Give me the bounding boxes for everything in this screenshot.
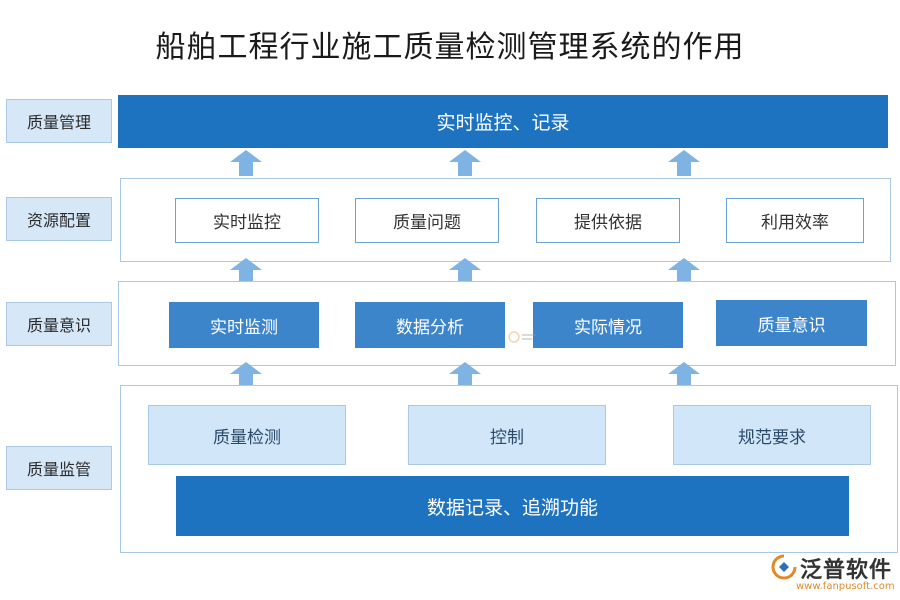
up-arrow-icon [668,362,700,388]
supervision-box-standard-requirements: 规范要求 [673,405,871,465]
up-arrow-icon [449,362,481,388]
supervision-box-control: 控制 [408,405,606,465]
up-arrow-icon [668,150,700,176]
fanpu-logo: 泛普软件 www.fanpusoft.com [770,552,896,596]
up-arrow-icon [230,362,262,388]
up-arrow-icon [449,258,481,284]
quality-awareness-panel: 实时监测 数据分析 实际情况 质量意识 [118,281,896,366]
up-arrow-icon [230,258,262,284]
resource-box-provide-basis: 提供依据 [536,198,680,243]
up-arrow-icon [668,258,700,284]
diagram-title: 船舶工程行业施工质量检测管理系统的作用 [155,30,745,65]
resource-box-quality-issues: 质量问题 [355,198,499,243]
resource-allocation-panel: 实时监控 质量问题 提供依据 利用效率 [120,178,891,262]
logo-url: www.fanpusoft.com [796,581,895,592]
side-label-resource-allocation: 资源配置 [6,197,112,241]
watermark-icon [508,331,536,343]
fanpu-logo-icon [771,554,797,580]
awareness-box-actual-situation: 实际情况 [533,302,683,348]
quality-supervision-panel: 质量检测 控制 规范要求 数据记录、追溯功能 [120,385,898,553]
side-label-quality-supervision: 质量监管 [6,446,112,490]
side-label-quality-awareness: 质量意识 [6,302,112,346]
up-arrow-icon [230,150,262,176]
awareness-box-quality-awareness: 质量意识 [716,300,867,346]
awareness-box-data-analysis: 数据分析 [355,302,505,348]
up-arrow-icon [449,150,481,176]
logo-name: 泛普软件 [800,558,893,583]
side-label-quality-management: 质量管理 [6,99,112,143]
data-record-trace-bar: 数据记录、追溯功能 [176,476,849,536]
resource-box-utilization-efficiency: 利用效率 [726,198,864,243]
awareness-box-realtime-detection: 实时监测 [169,302,319,348]
resource-box-realtime-monitor: 实时监控 [175,198,319,243]
realtime-monitor-record-bar: 实时监控、记录 [118,95,888,148]
supervision-box-quality-inspection: 质量检测 [148,405,346,465]
